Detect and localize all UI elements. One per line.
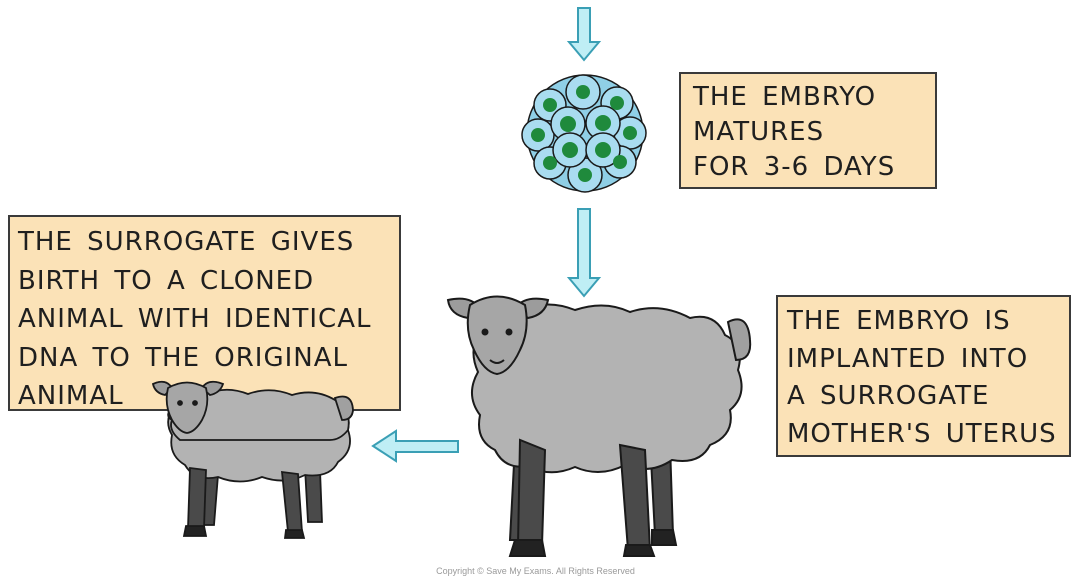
adult-sheep-icon xyxy=(448,297,750,557)
label-embryo-matures: THE EMBRYO MATURES FOR 3-6 DAYS xyxy=(679,72,937,189)
down-arrow-icon xyxy=(569,209,599,296)
label-line: FOR 3-6 DAYS xyxy=(693,150,935,185)
down-arrow-icon xyxy=(569,8,599,60)
label-surrogate-birth: THE SURROGATE GIVES BIRTH TO A CLONED AN… xyxy=(8,215,401,411)
label-line: A SURROGATE xyxy=(787,378,1069,416)
left-arrow-icon xyxy=(373,431,458,461)
label-line: ANIMAL xyxy=(18,377,399,416)
label-line: DNA TO THE ORIGINAL xyxy=(18,339,399,378)
label-line: THE SURROGATE GIVES xyxy=(18,223,399,262)
label-line: THE EMBRYO xyxy=(693,80,935,115)
embryo-cells-icon xyxy=(522,75,646,192)
label-line: MATURES xyxy=(693,115,935,150)
label-line: ANIMAL WITH IDENTICAL xyxy=(18,300,399,339)
label-line: THE EMBRYO IS xyxy=(787,303,1069,341)
label-line: MOTHER'S UTERUS xyxy=(787,416,1069,454)
copyright-notice: Copyright © Save My Exams. All Rights Re… xyxy=(0,566,1071,576)
label-line: BIRTH TO A CLONED xyxy=(18,262,399,301)
label-line: IMPLANTED INTO xyxy=(787,341,1069,379)
label-implanted: THE EMBRYO IS IMPLANTED INTO A SURROGATE… xyxy=(776,295,1071,457)
